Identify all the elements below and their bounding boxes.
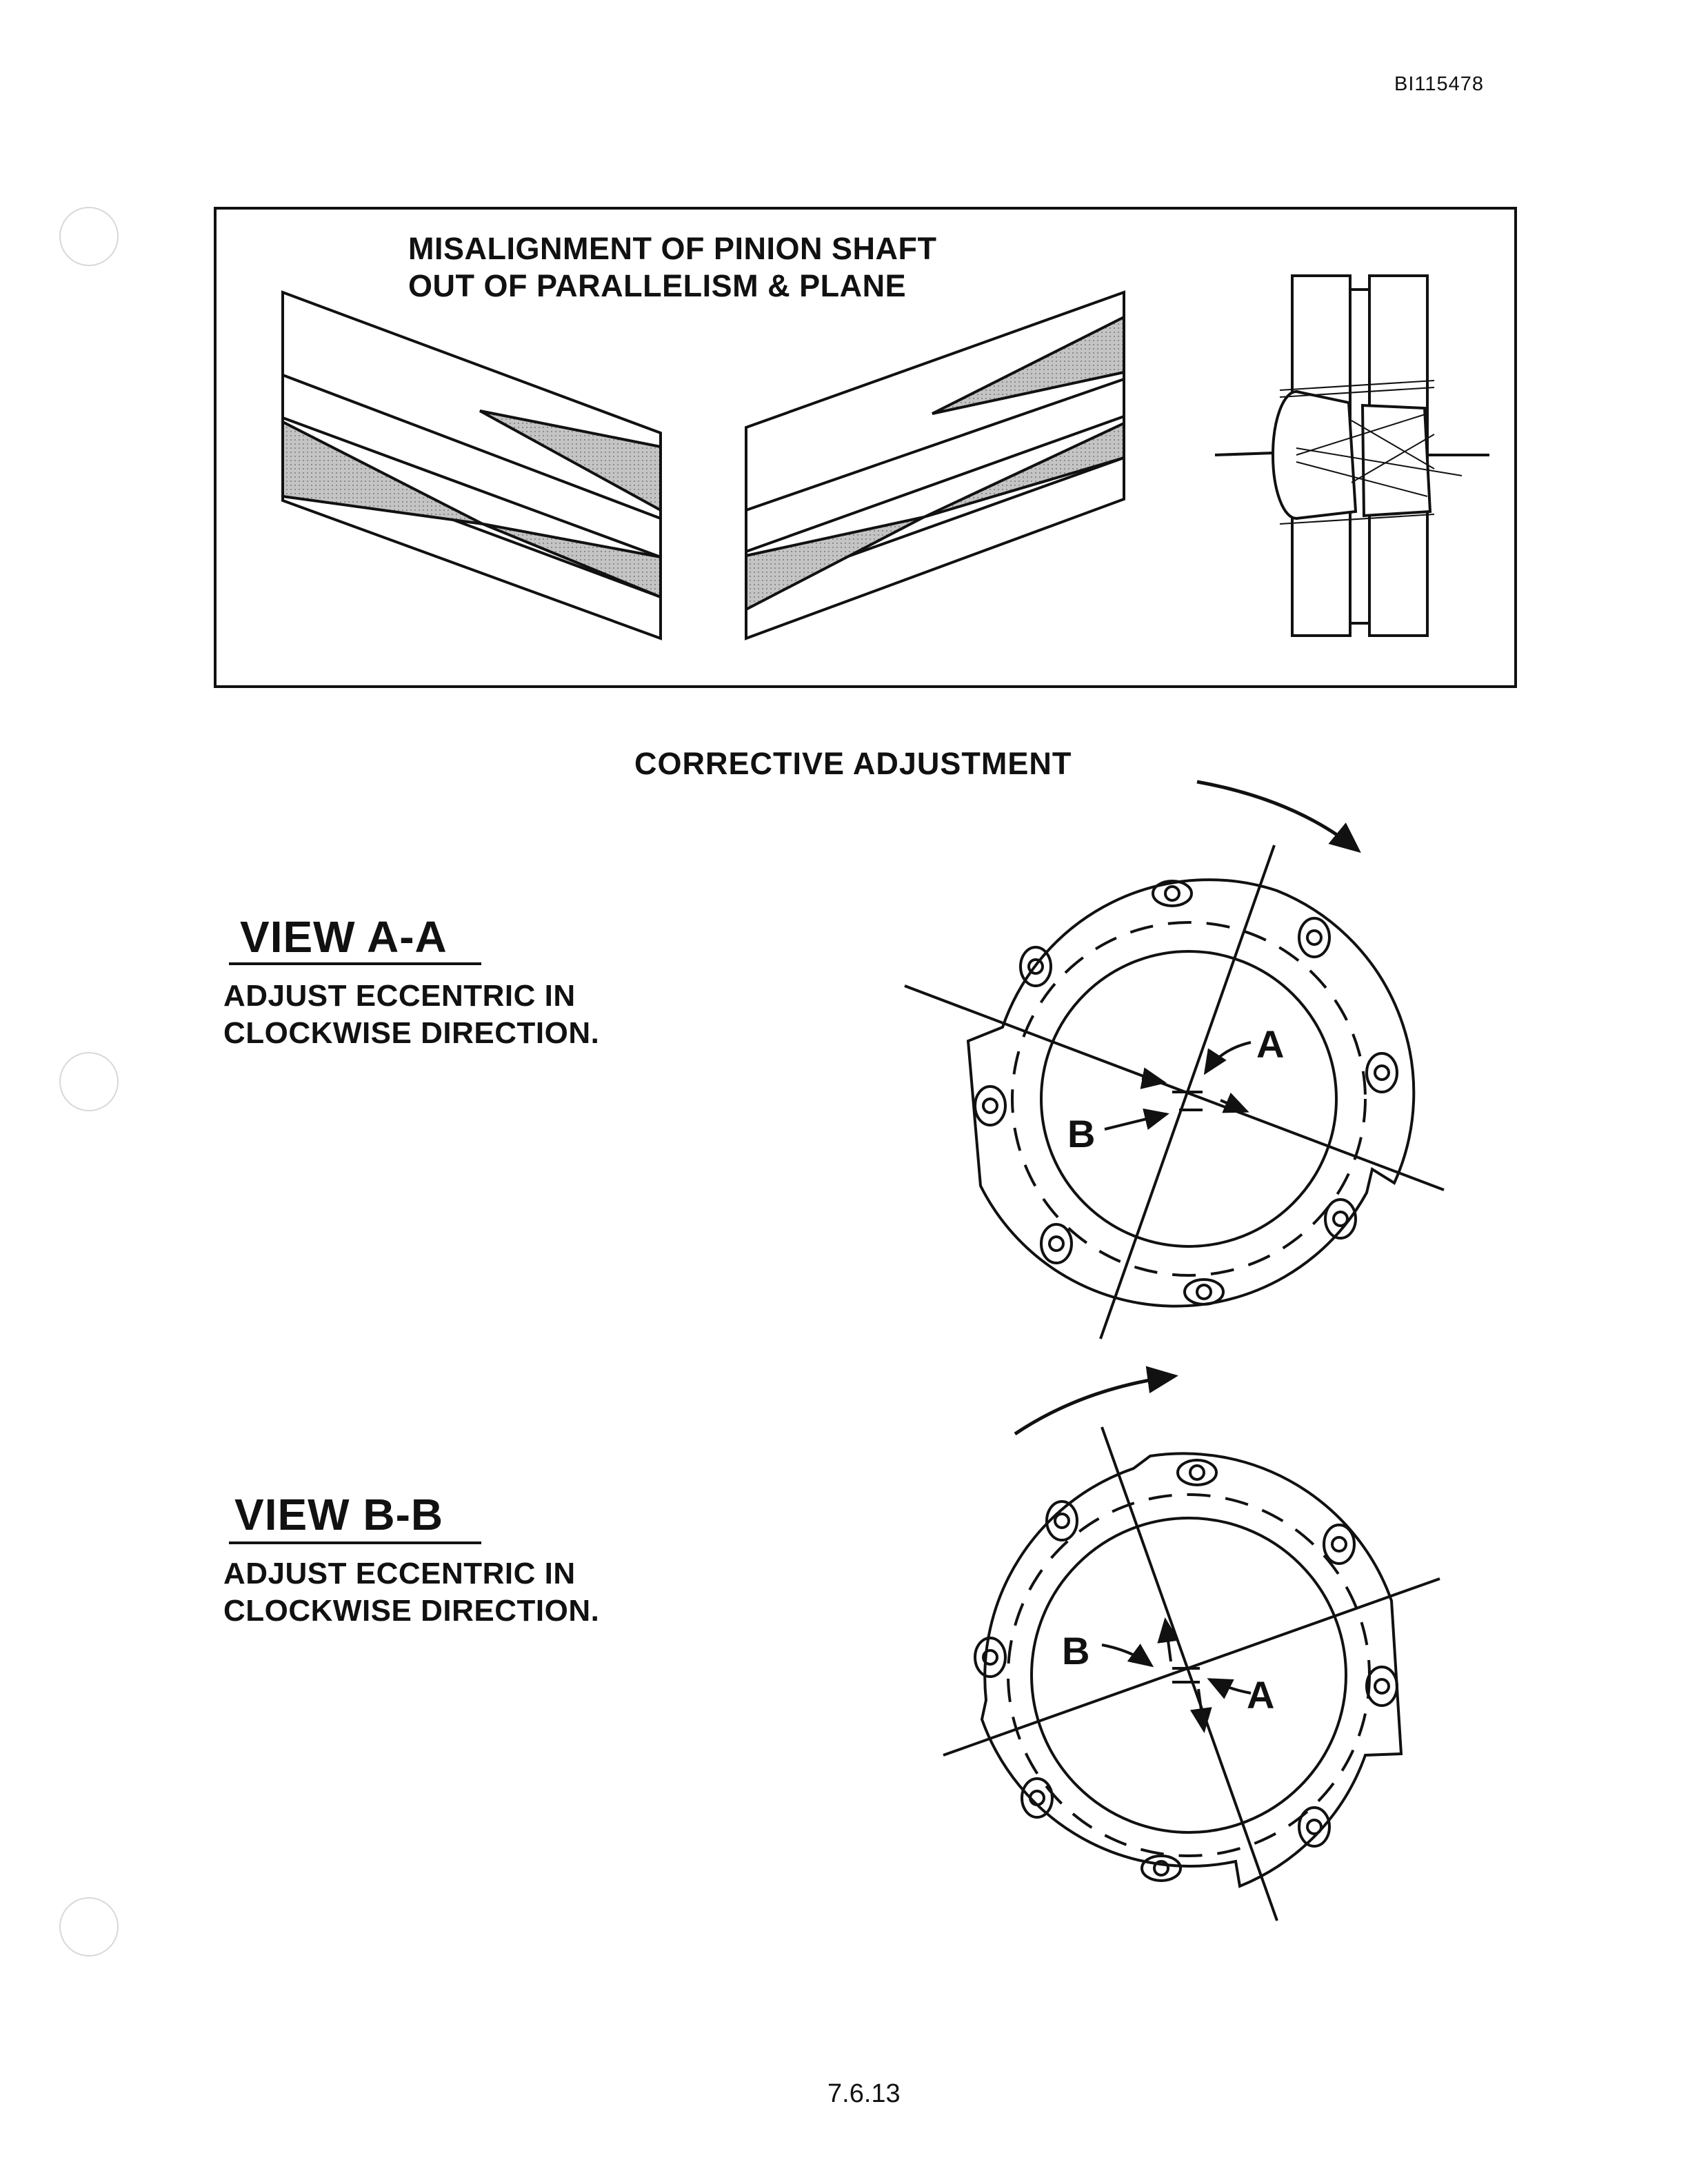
view-b-title: VIEW B-B [234,1490,444,1539]
view-b-note-line1: ADJUST ECCENTRIC IN [223,1557,576,1590]
page-number: 7.6.13 [827,2079,901,2108]
binder-hole-top [59,207,119,266]
view-a-title: VIEW A-A [240,912,448,962]
view-b-note-line2: CLOCKWISE DIRECTION. [223,1594,600,1628]
view-a-rotation-arrow [1196,780,1361,853]
view-b-axis-line-1 [1101,1426,1278,1921]
view-a-note: ADJUST ECCENTRIC IN CLOCKWISE DIRECTION. [223,978,599,1052]
shaft-left-diagram [281,290,662,640]
view-a-bolt-circle [1011,921,1367,1277]
shaft-right-diagram [745,290,1125,640]
corrective-adjustment-heading: CORRECTIVE ADJUSTMENT [634,746,1072,781]
view-a-flange-outline [966,878,1416,1308]
view-b-note: ADJUST ECCENTRIC IN CLOCKWISE DIRECTION. [223,1555,599,1630]
view-a-note-line2: CLOCKWISE DIRECTION. [223,1016,600,1050]
view-a-bore [1040,950,1338,1248]
view-b-bore [1030,1517,1347,1834]
view-b-bolt-holes [974,1459,1398,1882]
view-a-a-diagram [904,780,1445,1339]
view-b-flange-outline [980,1452,1403,1888]
view-a-label-b: B [1067,1112,1096,1155]
view-a-bolt-holes [974,880,1398,1306]
misalignment-figure-frame [214,207,1517,688]
view-b-rotation-arrow [1014,1366,1178,1436]
view-a-underline [229,962,481,965]
view-b-underline [229,1541,481,1544]
gear-mesh-diagram [1214,274,1489,637]
binder-hole-middle [59,1052,119,1111]
misalignment-title-line1: MISALIGNMENT OF PINION SHAFT [408,231,937,266]
view-a-note-line1: ADJUST ECCENTRIC IN [223,979,576,1013]
view-a-axis-line-1 [904,984,1445,1191]
misalignment-title-line2: OUT OF PARALLELISM & PLANE [408,268,907,303]
view-b-b-diagram [943,1366,1440,1921]
view-b-label-b: B [1062,1629,1090,1672]
binder-hole-bottom [59,1897,119,1957]
document-id: BI115478 [1394,73,1485,95]
view-b-label-a: A [1247,1673,1275,1717]
misalignment-figure-title: MISALIGNMENT OF PINION SHAFT OUT OF PARA… [408,230,936,305]
view-a-label-a: A [1256,1022,1285,1066]
